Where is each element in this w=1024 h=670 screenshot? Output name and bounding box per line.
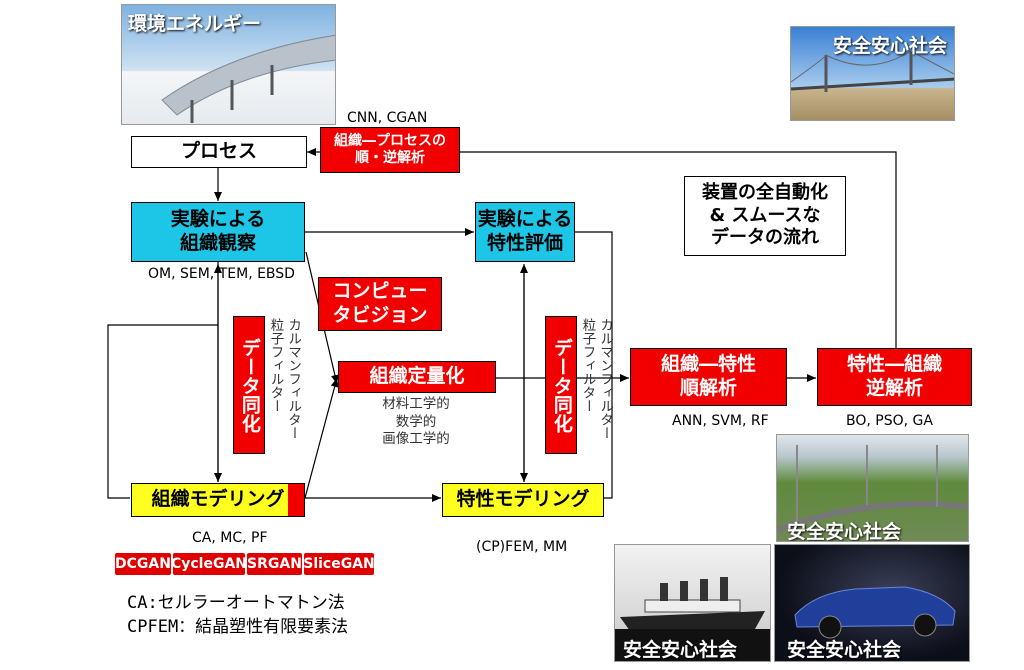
legend-ca: CA:セルラーオートマトン法	[127, 593, 345, 613]
automation-box: 装置の全自動化 & スムースな データの流れ	[684, 176, 846, 256]
gan-badge-dcgan: DCGAN	[115, 553, 171, 575]
gan-badge-slicegan: SliceGAN	[303, 553, 375, 575]
car-caption: 安全安心社会	[787, 639, 902, 661]
structure-methods-label: CA, MC, PF	[192, 530, 268, 546]
structure-modeling-label: 組織モデリング	[151, 488, 285, 511]
cnn-cgan-label: CNN, CGAN	[347, 110, 428, 126]
inverse-analysis-box[interactable]: 特性―組織 逆解析	[817, 348, 972, 406]
train-caption: 安全安心社会	[787, 521, 902, 542]
train-image	[777, 445, 968, 533]
filter-methods-right: カルマンフィルター 粒子フィルター	[579, 318, 614, 440]
ml-methods-label: ANN, SVM, RF	[672, 413, 769, 429]
property-modeling-box[interactable]: 特性モデリング	[442, 483, 604, 517]
quantification-methods: 材料工学的 数学的 画像工学的	[382, 396, 450, 448]
pipeline-image	[161, 34, 335, 123]
bridge-image	[791, 50, 954, 92]
train-photo: 安全安心社会	[776, 434, 969, 542]
process-box[interactable]: プロセス	[131, 136, 307, 168]
bridge-caption: 安全安心社会	[833, 35, 948, 57]
pipeline-photo: 環境エネルギー	[121, 4, 336, 125]
car-image	[794, 586, 956, 639]
data-assimilation-left[interactable]: データ同化	[233, 316, 265, 454]
pipeline-caption: 環境エネルギー	[128, 13, 262, 35]
inverse-process-box[interactable]: 組織―プロセスの 順・逆解析	[320, 127, 460, 173]
forward-analysis-box[interactable]: 組織―特性 順解析	[630, 348, 787, 406]
ship-image	[620, 577, 765, 631]
observation-methods-label: OM, SEM, TEM, EBSD	[148, 266, 295, 282]
bridge-photo: 安全安心社会	[790, 26, 955, 121]
gan-badge-srgan: SRGAN	[247, 553, 302, 575]
data-assimilation-right[interactable]: データ同化	[545, 316, 577, 454]
filter-methods-left: カルマンフィルター 粒子フィルター	[267, 318, 302, 440]
experimental-structure-box[interactable]: 実験による 組織観察	[131, 202, 305, 262]
quantification-box[interactable]: 組織定量化	[338, 361, 496, 393]
computer-vision-box[interactable]: コンピュー タビジョン	[318, 277, 442, 331]
structure-modeling-box[interactable]: 組織モデリング	[131, 483, 305, 517]
structure-modeling-accent	[288, 484, 304, 516]
ship-photo: 安全安心社会	[614, 544, 771, 662]
gan-badge-cyclegan: CycleGAN	[171, 553, 247, 575]
legend-cpfem: CPFEM：結晶塑性有限要素法	[127, 617, 349, 637]
ship-caption: 安全安心社会	[623, 639, 738, 661]
experimental-property-box[interactable]: 実験による 特性評価	[475, 202, 575, 262]
car-photo: 安全安心社会	[774, 544, 970, 662]
optimization-methods-label: BO, PSO, GA	[846, 413, 933, 429]
property-methods-label: (CP)FEM, MM	[476, 539, 568, 555]
